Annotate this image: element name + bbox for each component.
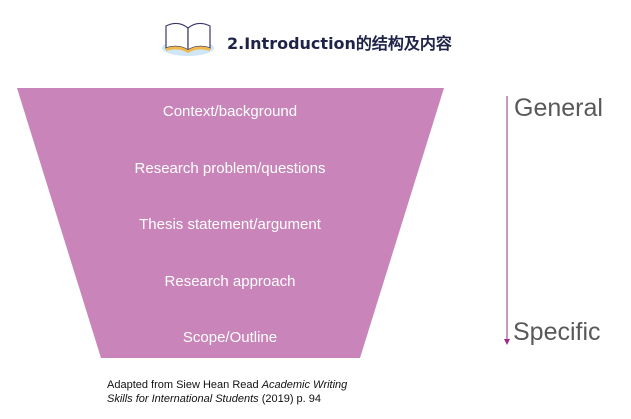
arrow-head (504, 339, 510, 345)
open-book-icon (162, 22, 214, 56)
funnel-layer-research-problem: Research problem/questions (134, 160, 326, 177)
funnel-layer-thesis: Thesis statement/argument (139, 216, 321, 233)
citation-prefix: Adapted from Siew Hean Read (107, 379, 262, 391)
specific-label: Specific (513, 318, 601, 346)
funnel-layer-scope: Scope/Outline (182, 329, 278, 346)
slide-title: 2.Introduction的结构及内容 (227, 34, 452, 53)
citation: Adapted from Siew Hean Read Academic Wri… (107, 378, 347, 406)
funnel-layer-context: Context/background (162, 103, 298, 120)
citation-suffix: (2019) p. 94 (258, 393, 322, 405)
general-label: General (514, 94, 603, 122)
citation-book-title-2: Skills for International Students (107, 393, 259, 405)
funnel-shape (17, 88, 444, 358)
funnel-layer-approach: Research approach (164, 273, 296, 290)
citation-book-title-1: Academic Writing (261, 379, 348, 391)
